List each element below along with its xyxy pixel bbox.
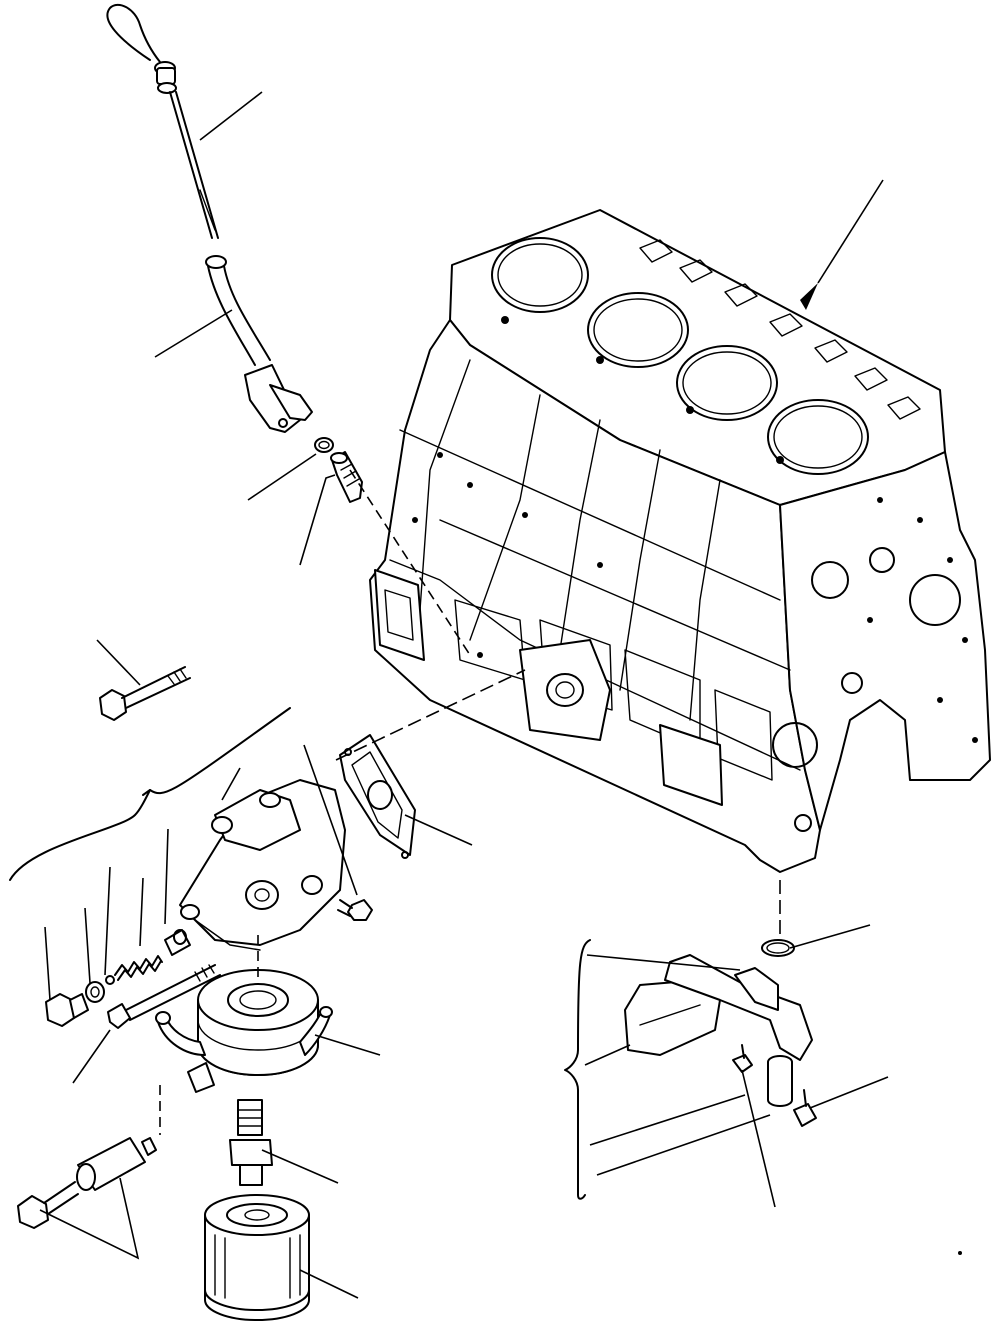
- o-ring-small[interactable]: [314, 437, 334, 453]
- filter-group-bracket: [9, 707, 291, 881]
- strainer-bolt-b[interactable]: [793, 1089, 817, 1127]
- long-bolt[interactable]: [99, 666, 191, 721]
- valve-sleeve[interactable]: [164, 929, 191, 956]
- stray-dot: [958, 1251, 962, 1255]
- strainer-bolt-a[interactable]: [732, 1044, 753, 1073]
- washer[interactable]: [85, 981, 105, 1003]
- relief-spring[interactable]: [114, 955, 163, 981]
- mounting-bolt[interactable]: [337, 899, 373, 921]
- oil-strainer[interactable]: [624, 954, 813, 1107]
- leader-lines: [39, 91, 889, 1299]
- assembly-center-lines: [159, 469, 781, 1135]
- head-gasket[interactable]: [339, 734, 416, 859]
- strainer-group-bracket: [564, 939, 591, 1200]
- relief-valve-plug[interactable]: [45, 993, 89, 1027]
- cylinder-block[interactable]: [369, 209, 991, 873]
- oil-filter-head[interactable]: [179, 779, 346, 951]
- oil-cooler[interactable]: [155, 969, 333, 1093]
- oil-filter[interactable]: [204, 1194, 310, 1321]
- through-bolt[interactable]: [107, 964, 221, 1029]
- dipstick[interactable]: [106, 3, 219, 239]
- union-bolt[interactable]: [17, 1181, 79, 1229]
- valve-ball[interactable]: [105, 975, 115, 985]
- dipstick-guide-tube[interactable]: [205, 255, 313, 433]
- tee-fitting[interactable]: [76, 1137, 157, 1191]
- arrow-icon: [800, 283, 818, 310]
- center-stud[interactable]: [229, 1099, 273, 1186]
- strainer-o-ring[interactable]: [761, 939, 795, 957]
- tube-connector[interactable]: [330, 451, 363, 503]
